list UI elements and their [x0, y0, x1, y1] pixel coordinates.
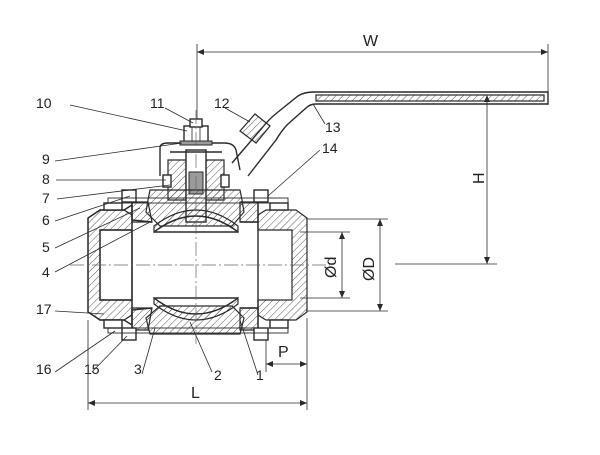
part-labels: 10 11 12 13 14 9 8 7 6 5 4 17 16 15 3 2 … — [36, 95, 341, 383]
dimension-l: L — [87, 320, 307, 410]
part-label-16: 16 — [36, 361, 52, 377]
part-label-11: 11 — [150, 95, 165, 111]
part-label-8: 8 — [42, 171, 50, 187]
dimension-w: W — [196, 33, 549, 125]
handle — [159, 91, 549, 177]
part-label-15: 15 — [84, 361, 100, 377]
dim-l-label: L — [191, 385, 200, 402]
part-label-6: 6 — [42, 212, 50, 228]
dimension-p: P — [265, 318, 308, 410]
ball — [153, 209, 239, 321]
center-lines — [70, 110, 330, 345]
part-label-9: 9 — [42, 151, 50, 167]
part-label-14: 14 — [322, 140, 338, 156]
dim-w-label: W — [363, 33, 379, 50]
part-label-10: 10 — [36, 95, 52, 111]
part-label-2: 2 — [214, 367, 222, 383]
dimension-diameters: Ød ØD — [300, 218, 388, 312]
part-label-3: 3 — [134, 361, 142, 377]
dim-bigd-label: ØD — [361, 257, 378, 281]
dimension-h: H — [395, 95, 497, 265]
dim-d-label: Ød — [323, 257, 340, 278]
part-label-13: 13 — [325, 119, 341, 135]
part-label-7: 7 — [42, 190, 50, 206]
dim-p-label: P — [278, 344, 289, 361]
leader-lines — [54, 103, 326, 376]
part-label-1: 1 — [256, 367, 264, 383]
part-label-17: 17 — [36, 301, 52, 317]
dim-h-label: H — [471, 172, 488, 184]
part-label-12: 12 — [214, 95, 230, 111]
part-label-5: 5 — [42, 239, 50, 255]
part-label-4: 4 — [42, 264, 50, 280]
